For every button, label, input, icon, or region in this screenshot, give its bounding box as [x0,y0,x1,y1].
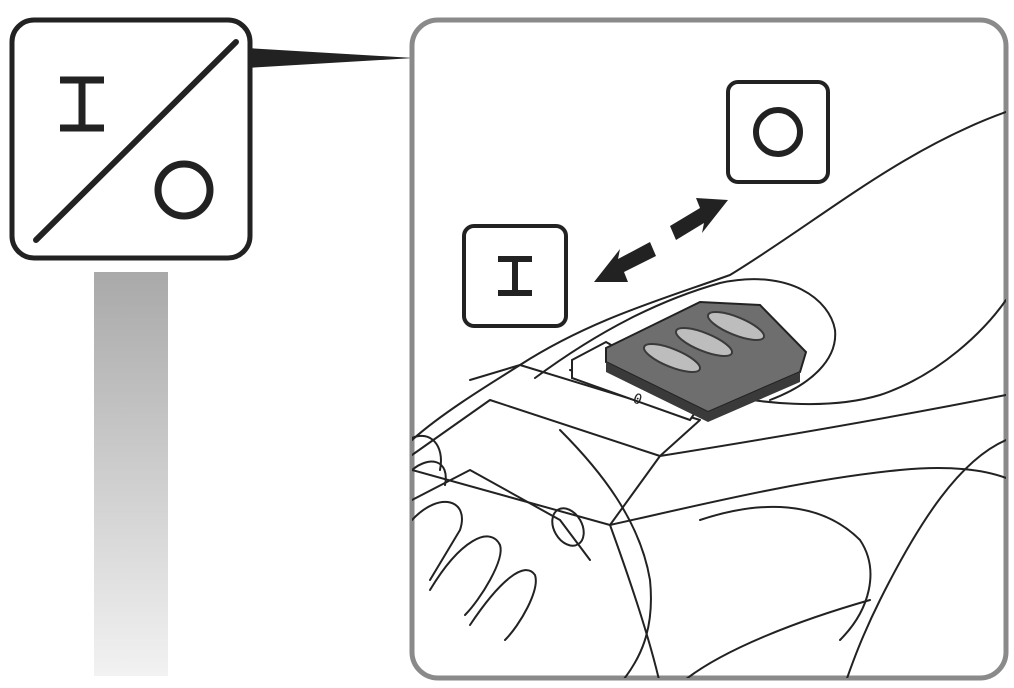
gradient-bar [94,272,168,676]
off-label-icon [753,107,803,157]
arrow-left-icon [594,242,656,282]
on-off-symbol-box [9,17,253,261]
on-label-box [462,224,568,328]
symbol-divider [33,39,239,243]
on-symbol-icon [60,76,104,132]
slide-switch: 0 [571,300,808,422]
arrow-right-icon [670,198,728,240]
tool-drawing: 0 [412,111,1006,678]
direction-arrows [594,198,728,282]
on-label-icon [498,256,532,296]
off-label-box [726,80,830,184]
callout-pointer [246,48,414,68]
off-symbol-icon [154,160,214,220]
